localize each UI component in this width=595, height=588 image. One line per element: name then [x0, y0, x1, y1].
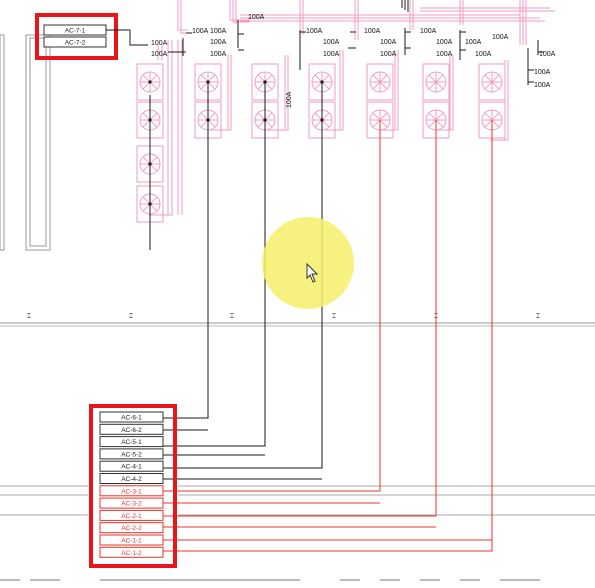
label-text: AC-2-1 [121, 513, 142, 520]
left-frame [0, 34, 51, 251]
breaker-label: 100A [248, 14, 265, 21]
label-box [99, 423, 164, 435]
breaker-label: 100A [151, 51, 168, 58]
label-text: AC-1-1 [121, 538, 142, 545]
grid-marker: ⌶ [27, 313, 31, 320]
breaker-label: 100A [192, 28, 209, 35]
label-text: AC-6-2 [121, 427, 142, 434]
label-text: AC-2-2 [121, 525, 142, 532]
label-text: AC-7-2 [65, 40, 86, 47]
red-wire [163, 120, 493, 552]
mouse-cursor-icon [306, 262, 319, 283]
breaker-label: 100A [534, 82, 551, 89]
breaker-label: 100A [539, 51, 556, 58]
label-text: AC-3-2 [121, 501, 142, 508]
label-text: AC-5-2 [121, 451, 142, 458]
grid-marker: ⌶ [230, 313, 234, 320]
label-box [99, 522, 164, 534]
cursor-highlight [262, 217, 354, 309]
highlight-box [35, 13, 118, 60]
red-wire [163, 120, 381, 492]
label-text: AC-1-2 [121, 550, 142, 557]
breaker-label: 100A [286, 91, 293, 108]
label-box [99, 485, 164, 497]
breaker-labels: 100A 100A 100A 100A 100A 100A 100A 100A … [151, 14, 556, 108]
label-box [99, 460, 164, 472]
breaker-label: 100A [210, 51, 227, 58]
label-text: AC-5-1 [121, 439, 142, 446]
wires [149, 82, 493, 552]
label-box [99, 497, 164, 509]
breaker-label: 100A [420, 28, 437, 35]
breaker-label: 100A [364, 28, 381, 35]
bottom-label-group: AC-6-1AC-6-2AC-5-1AC-5-2AC-4-1AC-4-2AC-3… [89, 404, 177, 568]
label-text: AC-3-1 [121, 488, 142, 495]
label-text: AC-6-1 [121, 415, 142, 422]
label-text: AC-7-1 [65, 28, 86, 35]
label-box [99, 509, 164, 521]
fan-unit [136, 63, 164, 101]
breaker-label: 100A [436, 51, 453, 58]
grid-marker: ⌶ [332, 313, 336, 320]
breaker-label: 100A [306, 28, 323, 35]
grid-line: ⌶ ⌶ ⌶ ⌶ ⌶ ⌶ [0, 313, 595, 327]
label-box [99, 411, 164, 423]
breaker-connectors [168, 0, 544, 85]
label-text: AC-4-2 [121, 476, 142, 483]
label-box [99, 436, 164, 448]
grid-marker: ⌶ [129, 313, 133, 320]
red-wire [163, 120, 437, 517]
breaker-label: 100A [465, 39, 482, 46]
breaker-label: 100A [323, 51, 340, 58]
label-box [43, 36, 107, 48]
fan-unit [478, 63, 506, 101]
label-box [99, 534, 164, 546]
fan-unit [422, 63, 450, 101]
breaker-label: 100A [380, 39, 397, 46]
breaker-label: 100A [210, 28, 227, 35]
breaker-label: 100A [436, 39, 453, 46]
black-wire [163, 82, 266, 447]
fan-unit [366, 63, 394, 101]
breaker-label: 100A [323, 39, 340, 46]
breaker-label: 100A [475, 51, 492, 58]
lower-grid [0, 485, 595, 516]
breaker-label: 100A [492, 34, 509, 41]
highlight-box [89, 404, 177, 568]
black-wire [163, 82, 323, 469]
label-box [99, 448, 164, 460]
label-text: AC-4-1 [121, 464, 142, 471]
breaker-label: 100A [380, 51, 397, 58]
top-left-group: AC-7-1 AC-7-2 [35, 13, 148, 60]
label-box [99, 546, 164, 558]
breaker-label: 100A [151, 40, 168, 47]
grid-marker: ⌶ [536, 313, 540, 320]
black-wire [163, 82, 209, 419]
label-box [99, 473, 164, 484]
breaker-label: 100A [534, 69, 551, 76]
breaker-label: 100A [210, 39, 227, 46]
